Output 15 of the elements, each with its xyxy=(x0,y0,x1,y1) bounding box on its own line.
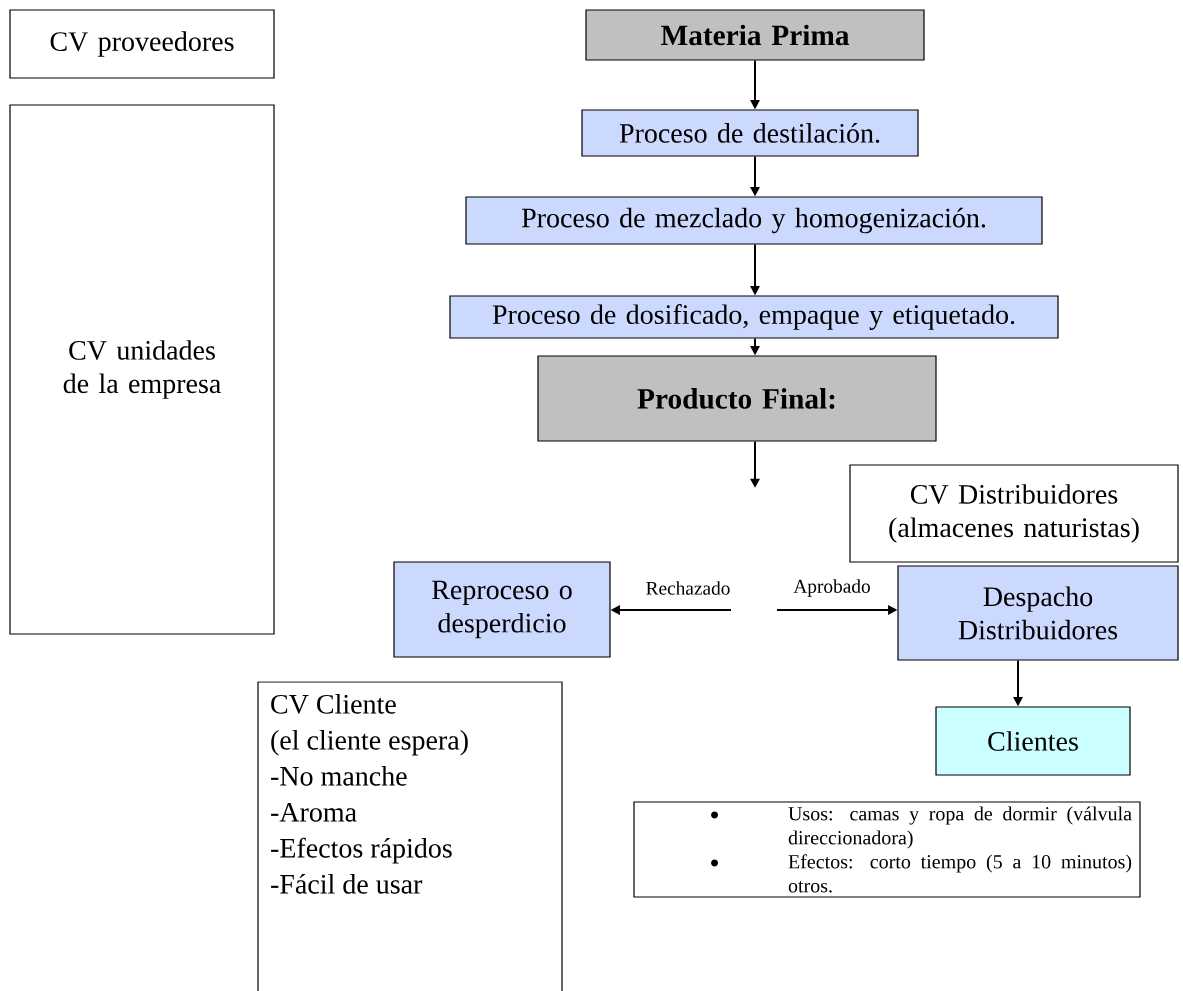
product-box: Producto Final: xyxy=(537,355,937,442)
process-box: Clientes xyxy=(935,706,1131,776)
notes-box: Usos: camas y ropa de dormir (válvula direccionadora) Efectos: corto tiempo (5 a 10 minutos) otros. xyxy=(633,801,1141,898)
label-box: CV Cliente (el cliente espera) -No manche -Aroma -Efectos rápidos -Fácil de usar xyxy=(257,681,563,991)
label-box: CV proveedores xyxy=(9,9,275,79)
process-box: Materia Prima xyxy=(585,9,925,61)
process-box: Proceso de destilación. xyxy=(581,109,919,157)
process-box: Despacho Distribuidores xyxy=(897,565,1179,661)
label-box: CV Distribuidores (almacenes naturistas) xyxy=(849,464,1179,563)
process-box: Proceso de mezclado y homogenización. xyxy=(465,196,1043,245)
edge-label: Rechazado xyxy=(644,579,732,597)
edge-label: Aprobado xyxy=(792,577,872,599)
process-box: Proceso de dosificado, empaque y etiquetado. xyxy=(449,295,1059,339)
label-box: CV unidades de la empresa xyxy=(9,104,275,635)
process-box: Reproceso o desperdicio xyxy=(393,561,611,658)
